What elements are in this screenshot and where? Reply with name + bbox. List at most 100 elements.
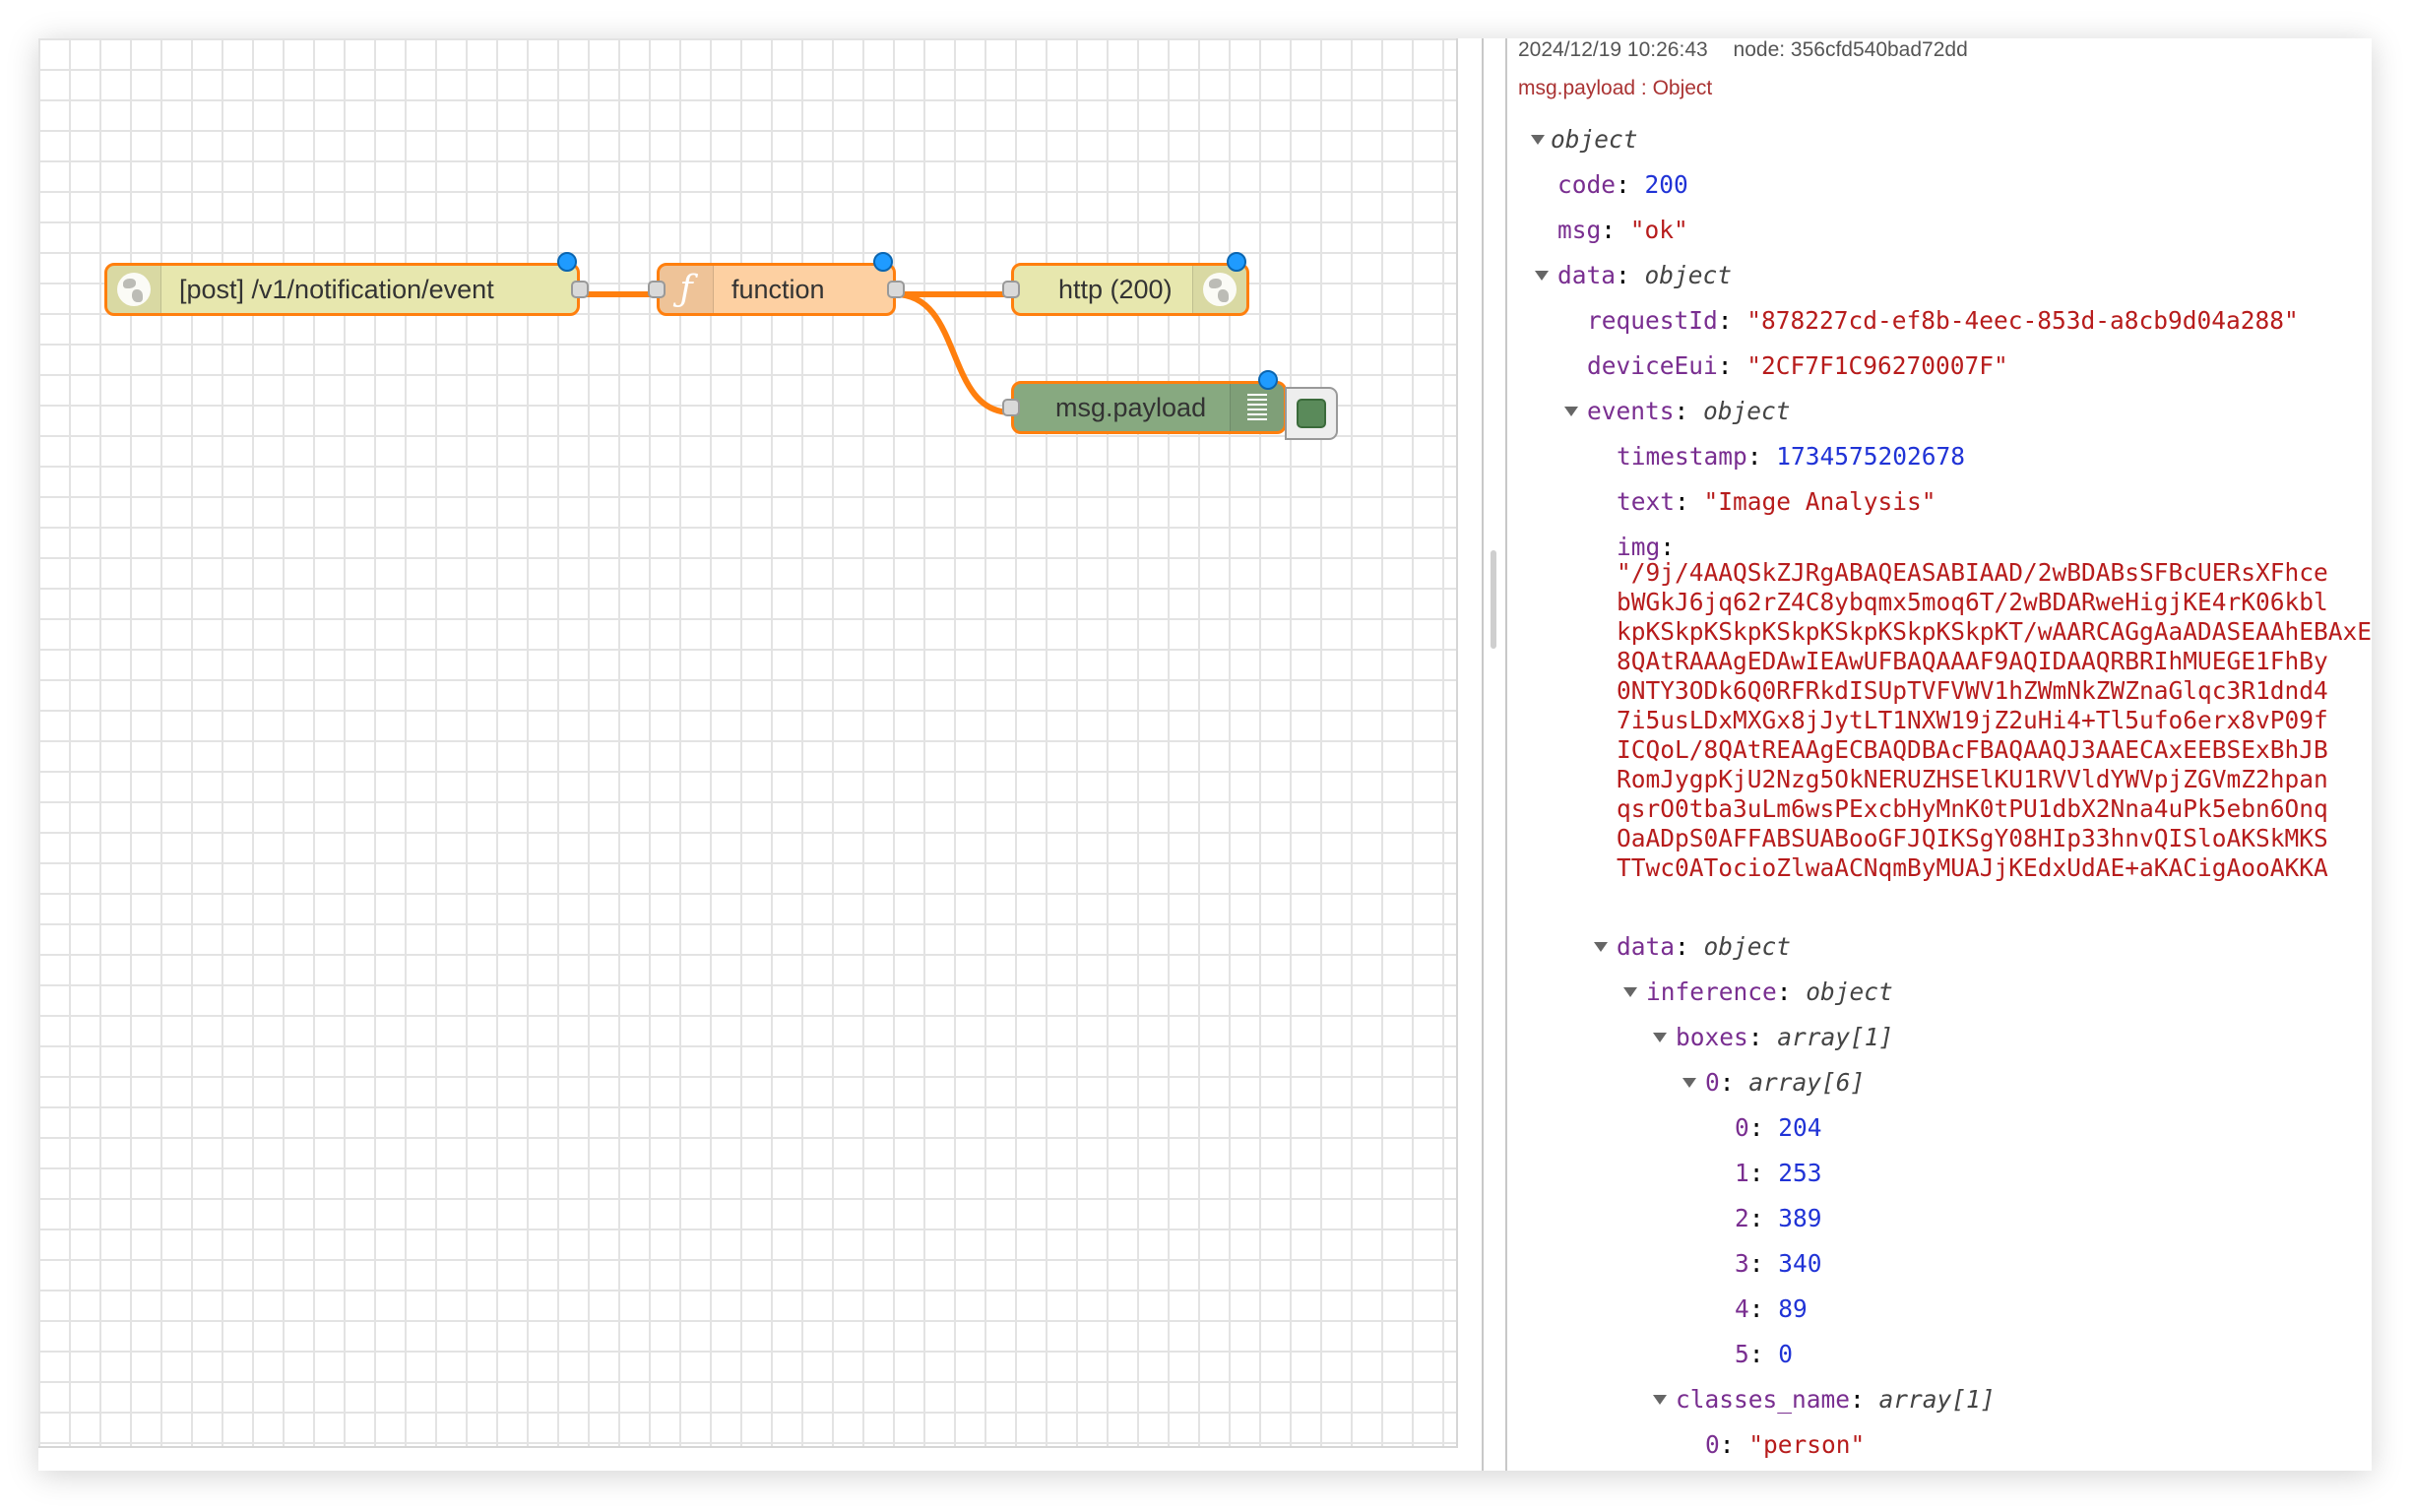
- type-label: object: [1703, 932, 1792, 961]
- value-requestId: "878227cd-ef8b-4eec-853d-a8cb9d04a288": [1746, 306, 2299, 335]
- tree-row-data2[interactable]: data: object: [1518, 924, 2372, 970]
- key-index: 5: [1735, 1340, 1749, 1368]
- debug-toggle-button[interactable]: [1285, 387, 1338, 440]
- value-timestamp: 1734575202678: [1776, 442, 1966, 471]
- img-value-block: "/9j/4AAQSkZJRgABAQEASABIAAD/2wBDABsSFBc…: [1617, 558, 2372, 883]
- value-number: 340: [1778, 1249, 1822, 1278]
- expand-caret-icon[interactable]: [1535, 271, 1549, 281]
- key-data: data: [1617, 932, 1676, 961]
- function-label: function: [731, 274, 825, 304]
- expand-caret-icon[interactable]: [1653, 1033, 1667, 1042]
- http-response-label: http (200): [1058, 274, 1173, 304]
- key-data: data: [1557, 261, 1617, 289]
- img-line: "/9j/4AAQSkZJRgABAQEASABIAAD/2wBDABsSFBc…: [1617, 558, 2328, 587]
- tree-row-root[interactable]: object: [1518, 117, 2372, 162]
- debug-icon-box: [1230, 384, 1284, 431]
- expand-caret-icon[interactable]: [1531, 135, 1545, 145]
- resize-handle[interactable]: [1491, 550, 1496, 649]
- img-line: 7i5usLDxMXGx8jJytLT1NXW19jZ2uHi4+Tl5ufo6…: [1617, 706, 2328, 734]
- panel-divider[interactable]: [1482, 38, 1507, 1471]
- input-port[interactable]: [1002, 399, 1020, 416]
- toggle-square-icon: [1297, 399, 1326, 428]
- value-class: "person": [1748, 1430, 1866, 1459]
- debug-label: msg.payload: [1055, 392, 1207, 422]
- img-line: kpKSkpKSkpKSkpKSkpKSkpKSkpKT/wAARCAGgAaA…: [1617, 617, 2372, 646]
- tree-row-box-value: 2: 389: [1735, 1204, 1822, 1232]
- debug-node[interactable]: msg.payload: [1002, 370, 1287, 434]
- value-number: 204: [1778, 1113, 1822, 1142]
- changed-indicator-dot: [873, 252, 893, 272]
- tree-row-text: text: "Image Analysis": [1617, 487, 1936, 516]
- wire-function-to-debug[interactable]: [894, 291, 1012, 415]
- tree-row-img-value[interactable]: "/9j/4AAQSkZJRgABAQEASABIAAD/2wBDABsSFBc…: [1518, 558, 2372, 934]
- input-port[interactable]: [648, 281, 666, 298]
- tree-row-boxes[interactable]: boxes: array[1]: [1518, 1015, 2372, 1060]
- output-port[interactable]: [887, 281, 905, 298]
- flow-workspace[interactable]: [post] /v1/notification/event ƒ function…: [38, 38, 1458, 1448]
- payload-tree: object code: 200 msg: "ok" data: object …: [1518, 117, 2372, 1468]
- key-msg: msg: [1557, 216, 1602, 244]
- img-line: qsrO0tba3uLm6wsPExcbHyMnK0tPU1dbX2Nna4uP…: [1617, 794, 2328, 823]
- img-line: 0NTY3ODk6Q0RFRkdISUpTVFVWV1hZWmNkZWZnaGl…: [1617, 676, 2328, 705]
- debug-node-id[interactable]: node: 356cfd540bad72dd: [1733, 38, 1968, 61]
- type-label: object: [1703, 397, 1791, 425]
- tree-row-deviceEui: deviceEui: "2CF7F1C96270007F": [1587, 351, 2008, 380]
- key-index: 1: [1735, 1159, 1749, 1187]
- key-classes-name: classes_name: [1676, 1385, 1851, 1414]
- value-number: 89: [1778, 1294, 1808, 1323]
- tree-row-data[interactable]: data: object: [1518, 253, 2372, 298]
- key-code: code: [1557, 170, 1617, 199]
- tree-row-msg: msg: "ok": [1557, 216, 1688, 244]
- expand-caret-icon[interactable]: [1653, 1395, 1667, 1405]
- img-line: ICQoL/8QAtREAAgECBAQDBAcFBAQAAQJ3AAECAxE…: [1617, 735, 2328, 764]
- type-label: array[1]: [1777, 1023, 1894, 1051]
- tree-row-box-value: 0: 204: [1735, 1113, 1822, 1142]
- input-port[interactable]: [1002, 281, 1020, 298]
- globe-icon: [1203, 273, 1237, 306]
- tree-row-box-value: 3: 340: [1735, 1249, 1822, 1278]
- expand-caret-icon[interactable]: [1564, 407, 1578, 416]
- tree-row-img: img:: [1617, 533, 1676, 561]
- value-number: 0: [1778, 1340, 1794, 1368]
- debug-message-path[interactable]: msg.payload : Object: [1518, 77, 1713, 99]
- changed-indicator-dot: [1258, 370, 1278, 390]
- expand-caret-icon[interactable]: [1682, 1078, 1696, 1088]
- img-line: RomJygpKjU2Nzg5OkNERUZHSElKU1RVVldYWVpjZ…: [1617, 765, 2328, 793]
- type-label: object: [1644, 261, 1733, 289]
- tree-row-box-value: 1: 253: [1735, 1159, 1822, 1187]
- tree-row-code: code: 200: [1557, 170, 1688, 199]
- http-response-node[interactable]: http (200): [1002, 252, 1249, 316]
- key-index: 0: [1735, 1113, 1749, 1142]
- key-index: 4: [1735, 1294, 1749, 1323]
- changed-indicator-dot: [557, 252, 577, 272]
- http-response-icon-box: [1192, 266, 1246, 313]
- tree-row-inference[interactable]: inference: object: [1518, 970, 2372, 1015]
- expand-caret-icon[interactable]: [1623, 987, 1637, 997]
- function-node[interactable]: ƒ function: [648, 252, 905, 316]
- function-icon: ƒ: [679, 269, 693, 309]
- key-img: img: [1617, 533, 1661, 561]
- key-index: 2: [1735, 1204, 1749, 1232]
- img-line: bWGkJ6jq62rZ4C8ybqmx5moq6T/2wBDARweHigjK…: [1617, 588, 2328, 616]
- tree-row-events[interactable]: events: object: [1518, 389, 2372, 434]
- tree-row-box0[interactable]: 0: array[6]: [1518, 1060, 2372, 1105]
- key-index: 3: [1735, 1249, 1749, 1278]
- tree-row-classes[interactable]: classes_name: array[1]: [1518, 1377, 2372, 1422]
- type-label: array[1]: [1878, 1385, 1996, 1414]
- globe-icon: [117, 273, 151, 306]
- debug-timestamp: 2024/12/19 10:26:43: [1518, 38, 1708, 61]
- debug-panel: 2024/12/19 10:26:43 node: 356cfd540bad72…: [1518, 38, 2372, 1471]
- type-label: array[6]: [1748, 1068, 1866, 1097]
- tree-row-timestamp: timestamp: 1734575202678: [1617, 442, 1966, 471]
- http-in-node[interactable]: [post] /v1/notification/event: [104, 252, 589, 316]
- key-text: text: [1617, 487, 1676, 516]
- output-port[interactable]: [571, 281, 589, 298]
- value-code: 200: [1644, 170, 1688, 199]
- key-deviceEui: deviceEui: [1587, 351, 1718, 380]
- list-icon: [1247, 394, 1267, 421]
- expand-caret-icon[interactable]: [1594, 942, 1608, 952]
- type-label: object: [1551, 125, 1638, 154]
- wires-layer: [586, 291, 1012, 415]
- tree-row-requestId: requestId: "878227cd-ef8b-4eec-853d-a8cb…: [1587, 306, 2299, 335]
- type-label: object: [1806, 977, 1893, 1006]
